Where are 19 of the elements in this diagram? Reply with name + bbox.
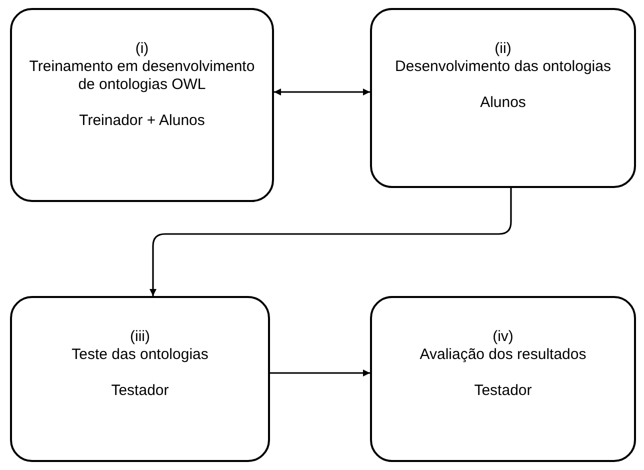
process-box bbox=[10, 296, 270, 462]
step-title: Desenvolvimento das ontologias bbox=[395, 58, 611, 76]
process-box bbox=[10, 8, 274, 202]
role-text: Testador bbox=[474, 382, 532, 400]
role-text: Testador bbox=[111, 382, 169, 400]
step-number: (ii) bbox=[494, 40, 512, 58]
role-text: Treinador + Alunos bbox=[79, 112, 205, 130]
process-box bbox=[370, 296, 636, 462]
step-number: (i) bbox=[135, 40, 149, 58]
step-title: Treinamento em desenvolvimento de ontologias OWL bbox=[28, 58, 256, 94]
step-number: (iv) bbox=[492, 328, 514, 346]
step-number: (iii) bbox=[130, 328, 150, 346]
arrow bbox=[150, 188, 512, 296]
step-title: Avaliação dos resultados bbox=[420, 346, 586, 364]
arrow bbox=[274, 88, 370, 96]
process-box bbox=[370, 8, 636, 188]
role-text: Alunos bbox=[480, 94, 526, 112]
arrow bbox=[270, 370, 370, 376]
step-title: Teste das ontologias bbox=[72, 346, 208, 364]
